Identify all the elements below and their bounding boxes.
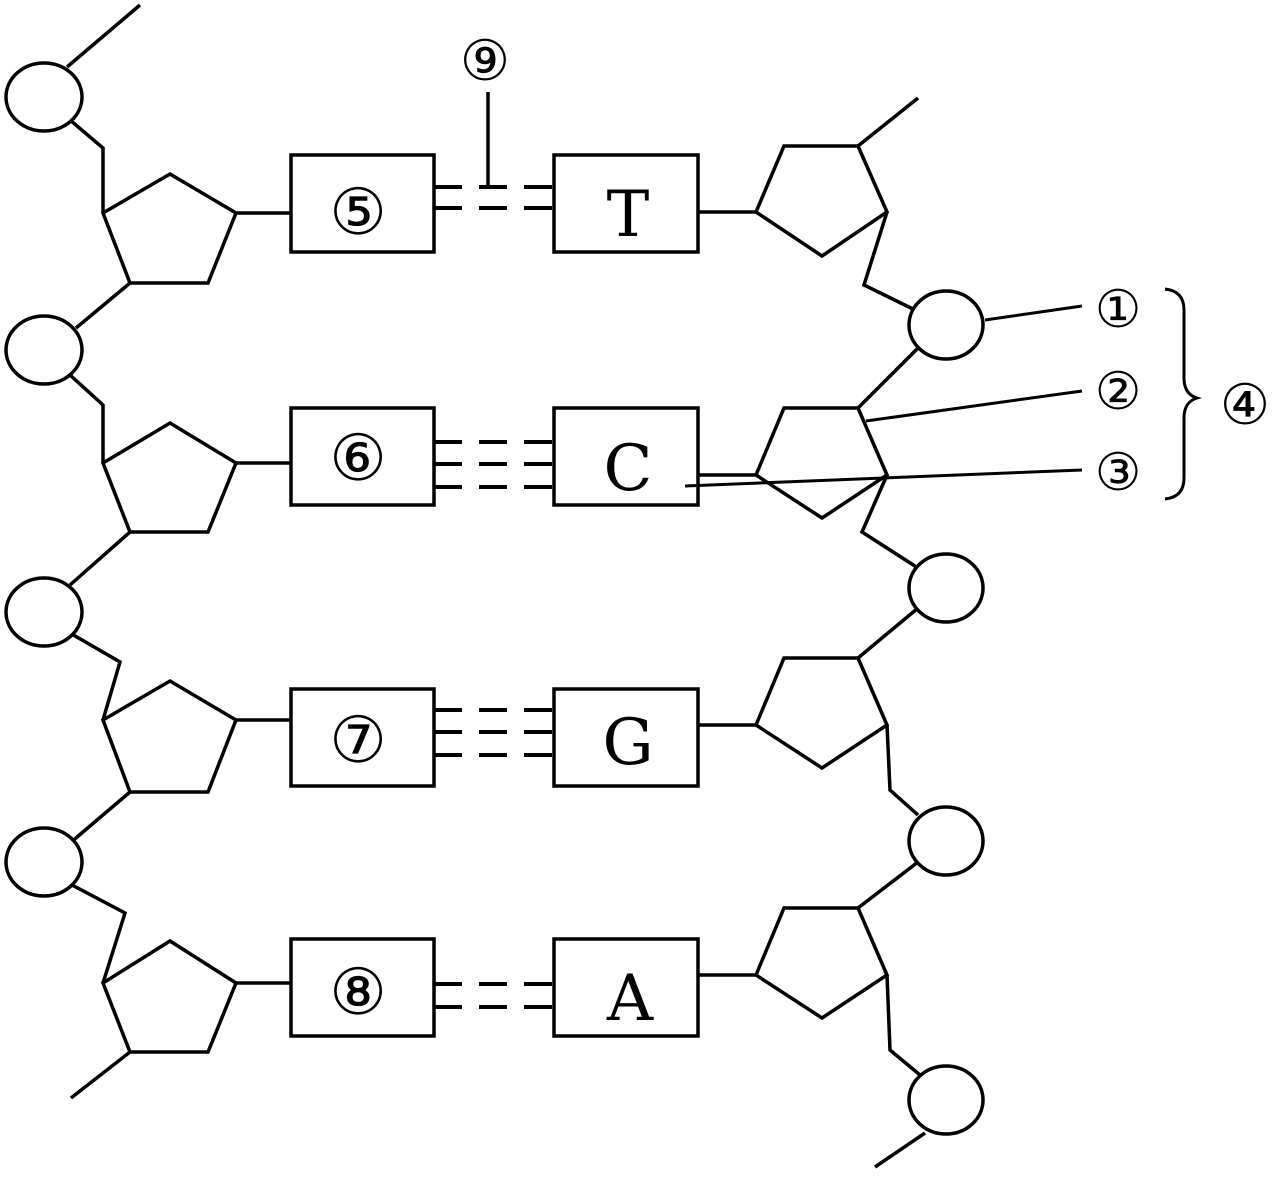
left-backbone-link xyxy=(74,281,132,330)
right-backbone-link xyxy=(885,974,922,1077)
deoxyribose-marker: ② xyxy=(1095,362,1142,422)
phosphate-circle xyxy=(4,576,84,648)
right-backbone-link xyxy=(861,211,916,312)
deoxyribose-pentagon xyxy=(100,171,239,285)
base-box-right xyxy=(552,153,700,254)
callouts: ⑨ ① ② ③ ④ xyxy=(460,29,1270,503)
base-label-left: ⑦ xyxy=(329,704,386,778)
left-strand: ⑤ ⑥ ⑦ ⑧ xyxy=(4,3,436,1100)
right-strand-bottom-end xyxy=(874,1131,926,1169)
phosphate-marker: ① xyxy=(1095,280,1142,340)
base-box-right xyxy=(552,687,700,788)
deoxyribose-pentagon xyxy=(100,938,239,1054)
left-backbone-link xyxy=(68,530,132,587)
base-label-right: A xyxy=(606,962,654,1036)
left-backbone-link xyxy=(69,631,123,721)
base-label-left: ⑧ xyxy=(329,956,386,1030)
phosphate-circle xyxy=(907,805,985,877)
base-box-right xyxy=(552,937,700,1038)
base-marker: ③ xyxy=(1095,443,1142,503)
deoxyribose-pentagon xyxy=(753,656,890,771)
deoxyribose-pentagon xyxy=(753,144,890,259)
hydrogen-bonds xyxy=(434,185,554,1009)
base-box-left xyxy=(289,937,436,1038)
base-box-left xyxy=(289,153,436,254)
right-strand-top-end xyxy=(856,96,920,148)
right-backbone-link xyxy=(856,606,920,660)
deoxyribose-pentagon xyxy=(753,906,890,1021)
left-strand-bottom-end xyxy=(69,1050,132,1100)
phosphate-circle xyxy=(907,1064,985,1136)
hydrogen-bond-marker: ⑨ xyxy=(460,29,510,94)
left-backbone-link xyxy=(71,883,128,984)
left-backbone-link xyxy=(68,790,132,845)
phosphate-circle xyxy=(4,826,84,898)
right-backbone-link xyxy=(859,474,919,570)
deoxyribose-leader xyxy=(865,389,1083,423)
left-backbone-link xyxy=(68,373,105,463)
base-label-left: ⑥ xyxy=(329,422,386,496)
base-label-right: T xyxy=(607,178,650,252)
phosphate-circle xyxy=(4,314,84,386)
right-strand: T C G A xyxy=(552,96,985,1169)
left-strand-top-end xyxy=(65,3,142,69)
right-backbone-link xyxy=(885,724,920,817)
deoxyribose-pentagon xyxy=(100,420,239,534)
right-backbone-link xyxy=(856,346,920,410)
phosphate-circle xyxy=(4,61,84,133)
nucleotide-brace xyxy=(1164,287,1203,501)
base-label-left: ⑤ xyxy=(329,176,386,250)
phosphate-circle xyxy=(907,552,985,624)
base-leader xyxy=(684,468,1083,488)
deoxyribose-pentagon xyxy=(100,678,239,794)
right-backbone-link xyxy=(856,860,920,910)
base-box-left xyxy=(289,687,436,788)
nucleotide-marker: ④ xyxy=(1220,373,1270,438)
left-backbone-link xyxy=(68,118,105,213)
base-label-right: G xyxy=(602,706,653,780)
deoxyribose-pentagon xyxy=(753,406,890,521)
base-box-right xyxy=(552,406,700,507)
base-box-left xyxy=(289,406,436,507)
phosphate-leader xyxy=(984,304,1083,322)
base-label-right: C xyxy=(604,432,653,506)
phosphate-circle xyxy=(907,289,985,361)
